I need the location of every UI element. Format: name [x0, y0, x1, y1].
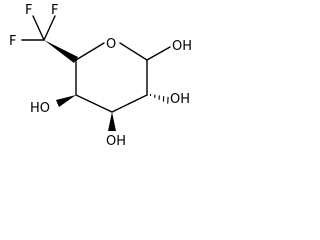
wedge-bond-c4-ho: [56, 95, 76, 107]
atom-ring-oxygen: O: [106, 37, 116, 52]
atom-oh-c2: OH: [170, 92, 190, 107]
bond-ring-o-c1: [119, 42, 148, 61]
hash-bond-c2-oh: [149, 94, 169, 104]
molecule-structure: F F F O OH OH OH HO: [9, 3, 192, 149]
atom-f-top-left: F: [25, 3, 32, 18]
wedge-bond-c5-cf3: [44, 40, 78, 63]
bond-c2-c3: [111, 94, 148, 113]
bond-c5-ring-o: [75, 42, 105, 61]
bond-c-f-top-right: [43, 15, 56, 41]
atom-ho-c4: HO: [30, 101, 50, 116]
atom-oh-c3: OH: [106, 134, 126, 149]
atom-oh-anomeric: OH: [172, 39, 192, 54]
atom-f-top-right: F: [51, 3, 58, 18]
bond-c-f-top-left: [32, 15, 45, 41]
atom-f-left: F: [9, 34, 16, 49]
bond-c3-c4: [75, 94, 113, 113]
bond-c1-oh: [146, 46, 171, 61]
wedge-bond-c3-oh: [108, 112, 116, 131]
